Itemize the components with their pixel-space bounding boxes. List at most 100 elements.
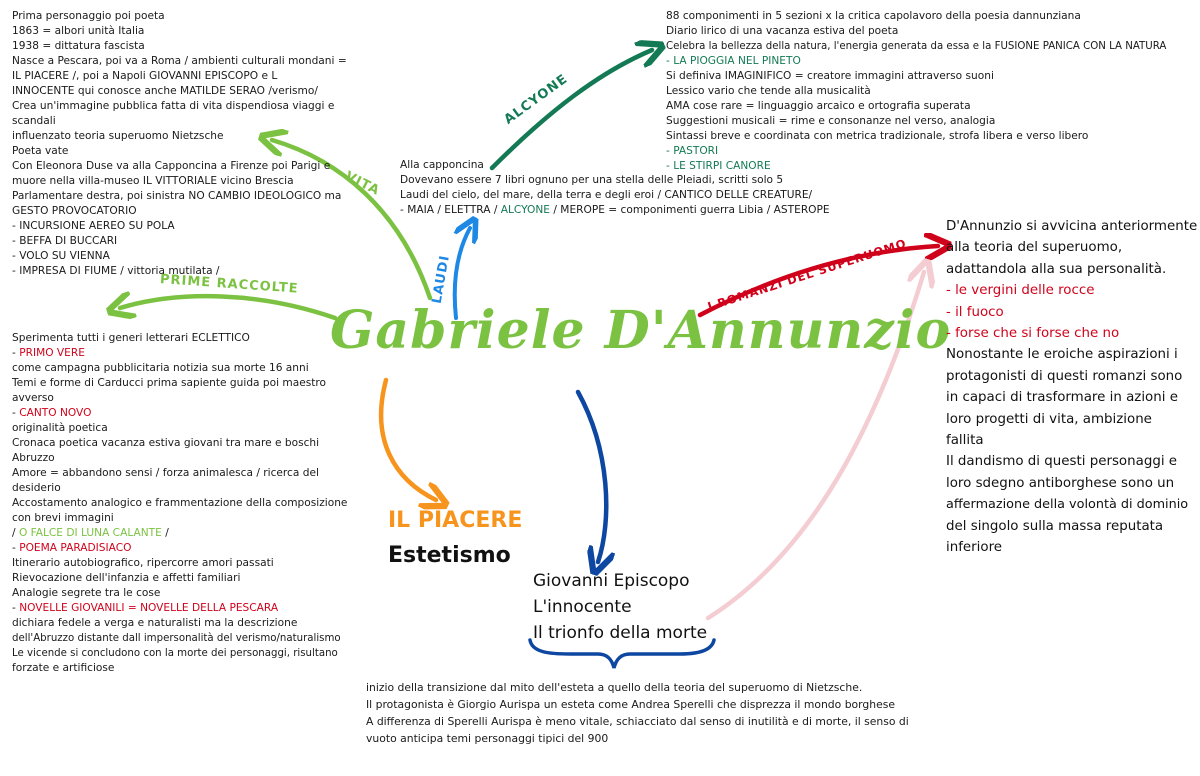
superuomo-notes: D'Annunzio si avvicina anteriormente all… [946,216,1198,559]
piacere-arrow [378,377,436,500]
prime-line: - POEMA PARADISIACO [12,542,132,554]
superuomo-line: Nonostante le eroiche aspirazioni i [946,347,1178,363]
superuomo-line: protagonisti di questi romanzi sono [946,368,1183,384]
work-title: POEMA PARADISIACO [19,542,132,554]
transition-notes: inizio della transizione dal mito dell'e… [366,679,909,747]
vita-notes: Prima personaggio poi poeta 1863 = albor… [12,9,347,279]
prime-line: originalità poetica [12,422,108,434]
vita-line: Poeta vate [12,145,69,157]
work-title: PRIMO VERE [19,347,85,359]
alcyone-line: 88 componimenti in 5 sezioni x la critic… [666,10,1081,22]
vita-line: Nasce a Pescara, poi va a Roma / ambient… [12,55,347,67]
romanzi-arrow [697,246,938,318]
superuomo-line: fallita [946,433,984,449]
vita-line: IL PIACERE /, poi a Napoli GIOVANNI EPIS… [12,70,278,82]
vita-line: INNOCENTE qui conosce anche MATILDE SERA… [12,85,318,97]
transition-line: A differenza di Sperelli Aurispa è meno … [366,715,909,728]
laudi-line: Laudi del cielo, del mare, della terra e… [400,189,813,201]
novel-title: L'innocente [533,597,632,617]
vita-line: - BEFFA DI BUCCARI [12,235,118,247]
prime-line: forzate e artificiose [12,662,115,674]
vita-line: 1863 = albori unità Italia [12,25,145,37]
laudi-books: - MAIA / ELETTRA / [400,204,501,216]
novels-brace [528,638,716,669]
superuomo-line: del singolo sulla massa reputata [946,518,1164,534]
prime-line: Amore = abbandono sensi / forza animales… [12,467,319,479]
novel-title: Giovanni Episcopo [533,571,690,591]
superuomo-line: Il dandismo di questi personaggi e [946,454,1178,470]
novels-list: Giovanni Episcopo L'innocente Il trionfo… [533,568,707,646]
prime-line: Cronaca poetica vacanza estiva giovani t… [12,437,320,449]
alcyone-line: Diario lirico di una vacanza estiva del … [666,25,899,37]
vita-line: scandali [12,115,56,127]
episcopo-arrow [575,389,606,562]
page-title: Gabriele D'Annunzio [330,300,952,361]
vita-line: - INCURSIONE AEREO SU POLA [12,220,175,232]
superuomo-line: D'Annunzio si avvicina anteriormente [946,219,1198,234]
superuomo-novel: - forse che si forse che no [946,326,1120,342]
prime-line: - PRIMO VERE [12,347,85,359]
alcyone-line: Suggestioni musicali = rime e consonanze… [666,115,996,127]
laudi-line: Alla capponcina [400,159,484,171]
vita-line: - VOLO SU VIENNA [12,250,110,262]
prime-line: Abruzzo [12,452,55,464]
prime-line: Sperimenta tutti i generi letterari ECLE… [12,332,250,344]
prime-line: - CANTO NOVO [12,407,92,419]
alcyone-line: Sintassi breve e coordinata con metrica … [666,130,1089,142]
transition-line: Il protagonista è Giorgio Aurispa un est… [366,698,896,711]
vita-line: GESTO PROVOCATORIO [12,205,137,217]
prime-line: avverso [12,392,54,404]
work-title: O FALCE DI LUNA CALANTE [18,527,162,539]
prime-line: desiderio [12,482,61,494]
alcyone-notes: 88 componimenti in 5 sezioni x la critic… [666,9,1167,174]
prime-raccolte-arrow [120,296,338,321]
vita-line: muore nella villa-museo IL VITTORIALE vi… [12,175,294,187]
laudi-arrow [452,228,470,320]
prime-line: Itinerario autobiografico, ripercorre am… [12,557,274,569]
prime-line: Le vicende si concludono con la morte de… [12,648,338,659]
alcyone-poem-title: - LE STIRPI CANORE [666,160,771,172]
alcyone-line: Si definiva IMAGINIFICO = creatore immag… [666,70,994,82]
laudi-alcyone-highlight: ALCYONE [500,204,550,216]
prime-line: dichiara fedele a verga e naturalisti ma… [12,617,298,629]
superuomo-line: loro sdegno antiborghese sono un [946,475,1175,491]
alcyone-poem-title: - PASTORI [666,145,719,157]
superuomo-novel: - il fuoco [946,304,1004,320]
superuomo-novel: - le vergini delle rocce [946,283,1095,299]
transition-line: inizio della transizione dal mito dell'e… [366,681,863,694]
vita-line: Prima personaggio poi poeta [12,10,165,22]
prime-line: come campagna pubblicitaria notizia sua … [12,362,309,374]
estetismo-subtitle: Estetismo [388,543,511,568]
work-title: NOVELLE GIOVANILI = NOVELLE DELLA PESCAR… [19,602,279,614]
prime-line: Analogie segrete tra le cose [12,587,161,599]
alcyone-line: AMA cose rare = linguaggio arcaico e ort… [666,100,971,112]
alcyone-poem-title: - LA PIOGGIA NEL PINETO [666,55,801,67]
prime-raccolte-notes: Sperimenta tutti i generi letterari ECLE… [12,331,347,676]
superuomo-line: affermazione della volontà di dominio [946,497,1189,513]
prime-line: / O FALCE DI LUNA CALANTE / [12,527,169,539]
vita-arrow [272,140,433,301]
prime-line: - NOVELLE GIOVANILI = NOVELLE DELLA PESC… [12,602,279,614]
superuomo-line: in capaci di trasformare in azioni e [946,390,1178,406]
prime-line: dell'Abruzzo distante dall impersonalità… [12,633,341,644]
superuomo-line: loro progetti di vita, ambizione [946,411,1152,427]
laudi-line: - MAIA / ELETTRA / ALCYONE / MEROPE = co… [400,203,830,218]
vita-line: Con Eleonora Duse va alla Capponcina a F… [12,160,331,172]
vita-line: - IMPRESA DI FIUME / vittoria mutilata / [12,265,220,277]
alcyone-line: Celebra la bellezza della natura, l'ener… [666,41,1167,52]
superuomo-line: inferiore [946,540,1003,556]
superuomo-line: adattandola alla sua personalità. [946,261,1167,277]
prime-line: Temi e forme di Carducci prima sapiente … [12,377,327,389]
alcyone-line: Lessico vario che tende alla musicalità [666,85,871,97]
alcyone-arrow [489,50,652,171]
superuomo-link-arrow [705,272,924,621]
vita-line: 1938 = dittatura fascista [12,40,145,52]
work-title: CANTO NOVO [19,407,92,419]
vita-line: Parlamentare destra, poi sinistra NO CAM… [12,190,342,202]
transition-line: vuoto anticipa temi personaggi tipici de… [366,732,609,745]
laudi-books-rest: / MEROPE = componimenti guerra Libia / A… [550,204,830,216]
prime-line: con brevi immagini [12,512,114,524]
il-piacere-title: IL PIACERE [388,508,523,533]
vita-line: influenzato teoria superuomo Nietzsche [12,130,224,142]
